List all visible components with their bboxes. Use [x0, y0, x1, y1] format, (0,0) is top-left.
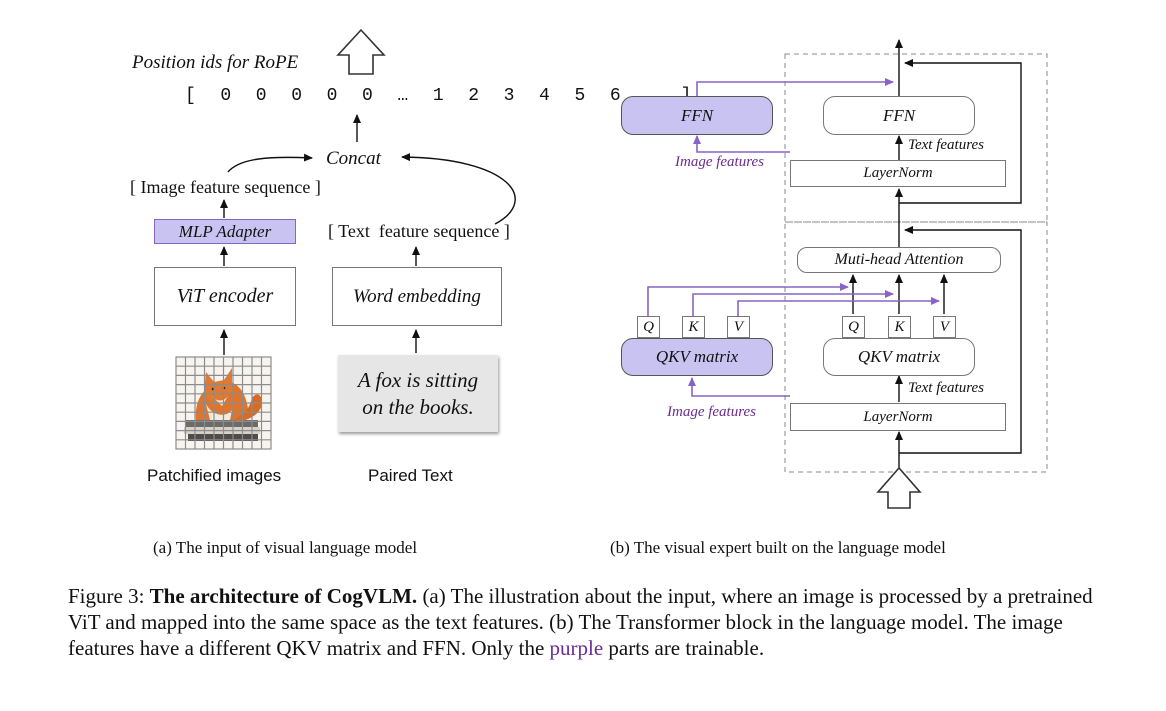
q-image-box: Q	[637, 316, 660, 338]
k-image-box: K	[682, 316, 705, 338]
caption-bold-title: The architecture of CogVLM.	[149, 584, 418, 608]
q-text-box: Q	[842, 316, 865, 338]
figure-caption: Figure 3: The architecture of CogVLM. (a…	[68, 583, 1128, 661]
text-feature-sequence: [ Text feature sequence ]	[328, 221, 510, 241]
word-embedding-box: Word embedding	[332, 267, 502, 326]
image-features-top-label: Image features	[675, 154, 765, 170]
paired-text-card: A fox is sitting on the books.	[338, 355, 498, 432]
attention-box: Muti-head Attention	[797, 247, 1001, 273]
image-features-bottom-label: Image features	[667, 404, 757, 420]
mlp-adapter-box: MLP Adapter	[154, 219, 296, 244]
vit-encoder-box: ViT encoder	[154, 267, 296, 326]
caption-purple-word: purple	[549, 636, 604, 660]
ffn-text-box: FFN	[823, 96, 975, 135]
subcaption-a: (a) The input of visual language model	[153, 538, 418, 557]
qkv-text-box: QKV matrix	[823, 338, 975, 376]
image-feature-sequence: [ Image feature sequence ]	[130, 177, 321, 197]
patchified-image	[175, 356, 272, 450]
v-text-box: V	[933, 316, 956, 338]
paired-text-line-1: A fox is sitting	[357, 367, 479, 392]
layernorm-top-box: LayerNorm	[790, 160, 1006, 187]
layernorm-bottom-box: LayerNorm	[790, 403, 1006, 431]
k-text-box: K	[888, 316, 911, 338]
text-features-top-label: Text features	[908, 137, 984, 153]
paired-text-line-2: on the books.	[362, 394, 474, 419]
ffn-image-expert-box: FFN	[621, 96, 773, 135]
qkv-image-expert-box: QKV matrix	[621, 338, 773, 376]
subcaption-b: (b) The visual expert built on the langu…	[610, 538, 946, 557]
position-ids: [ 0 0 0 0 0 … 1 2 3 4 5 6 … ]	[185, 86, 693, 106]
hollow-input-arrow-icon	[876, 466, 922, 509]
hollow-up-arrow-icon	[336, 28, 386, 75]
rope-label: Position ids for RoPE	[132, 52, 299, 73]
patchified-images-label: Patchified images	[147, 466, 282, 485]
caption-text-1: (a) The illustration about the input, wh…	[68, 584, 1093, 660]
caption-prefix: Figure 3:	[68, 584, 145, 608]
text-features-bottom-label: Text features	[908, 380, 984, 396]
paired-text-label: Paired Text	[368, 466, 453, 485]
concat-label: Concat	[326, 148, 381, 169]
caption-text-2: parts are trainable.	[608, 636, 765, 660]
v-image-box: V	[727, 316, 750, 338]
